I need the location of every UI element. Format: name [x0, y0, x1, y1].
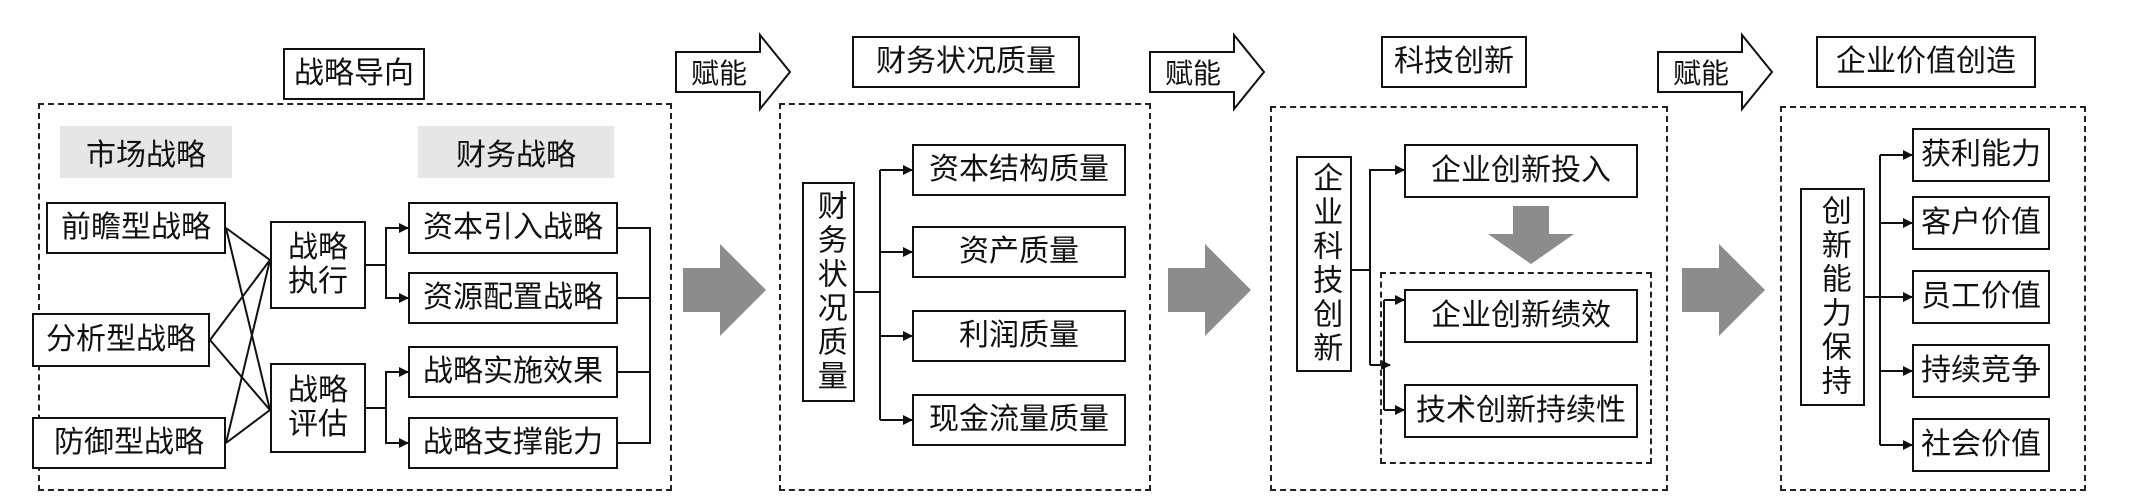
- enable-arrow-1: [675, 32, 792, 112]
- innovation-output-box: 企业创新绩效: [1404, 289, 1638, 343]
- enable-label: 赋能: [690, 57, 747, 90]
- value-item-box: 获利能力: [1912, 128, 2050, 182]
- innovation-output-frame: [1380, 272, 1652, 464]
- strategy-evaluation-box: 战略评估: [270, 363, 366, 453]
- connector-line: [225, 227, 271, 411]
- stage3-frame: [1270, 106, 1668, 491]
- connector-line: [385, 408, 409, 448]
- connector-line: [366, 367, 409, 409]
- flow-arrow-1: [683, 244, 766, 336]
- stage2-frame: [779, 103, 1151, 491]
- connector-line: [1369, 165, 1405, 365]
- market-strategy-header: 市场战略: [60, 126, 232, 178]
- stage1-title: 战略导向: [283, 48, 425, 100]
- finance-strategy-box: 战略支撑能力: [408, 417, 618, 469]
- value-item-box: 社会价值: [1912, 418, 2050, 472]
- connector-line: [209, 339, 271, 411]
- connector-line: [225, 259, 271, 444]
- stage4-title: 企业价值创造: [1816, 36, 2036, 88]
- finance-strategy-box: 资本引入战略: [408, 202, 618, 254]
- down-arrow: [1488, 206, 1574, 264]
- feedback-bracket: [618, 227, 651, 444]
- market-strategy-box: 前瞻型战略: [46, 202, 226, 254]
- connector-line: [209, 259, 271, 341]
- financial-quality-root: 财务状况质量: [802, 182, 855, 402]
- connector-line: [225, 409, 271, 444]
- enable-arrow-2: [1149, 32, 1266, 112]
- enable-arrow-3: [1657, 32, 1774, 112]
- value-item-box: 客户价值: [1912, 196, 2050, 250]
- strategy-execution-box: 战略执行: [270, 221, 366, 309]
- stage4-frame: [1780, 106, 2086, 491]
- innovation-output-box: 技术创新持续性: [1404, 384, 1638, 438]
- flow-arrow-2: [1168, 244, 1251, 336]
- connector-line: [366, 223, 409, 266]
- value-item-box: 持续竞争: [1912, 344, 2050, 398]
- tech-innovation-root: 企业科技创新: [1296, 156, 1352, 372]
- connector-line: [385, 265, 409, 303]
- market-strategy-box: 防御型战略: [32, 417, 226, 469]
- enable-label: 赋能: [1672, 57, 1729, 90]
- stage1-frame: [38, 103, 672, 491]
- quality-item-box: 利润质量: [912, 310, 1126, 362]
- quality-item-box: 现金流量质量: [912, 394, 1126, 446]
- innovation-input-box: 企业创新投入: [1404, 144, 1638, 198]
- stage3-title: 科技创新: [1381, 36, 1527, 88]
- connector-line: [225, 227, 271, 261]
- finance-strategy-box: 战略实施效果: [408, 346, 618, 398]
- stage2-title: 财务状况质量: [852, 36, 1080, 88]
- quality-item-box: 资本结构质量: [912, 144, 1126, 196]
- flow-arrow-3: [1682, 244, 1765, 336]
- value-item-box: 员工价值: [1912, 270, 2050, 324]
- finance-strategy-header: 财务战略: [418, 126, 614, 178]
- innovation-capability-root: 创新能力保持: [1800, 188, 1865, 406]
- quality-item-box: 资产质量: [912, 226, 1126, 278]
- enable-label: 赋能: [1164, 57, 1221, 90]
- finance-strategy-box: 资源配置战略: [408, 272, 618, 324]
- market-strategy-box: 分析型战略: [32, 313, 210, 367]
